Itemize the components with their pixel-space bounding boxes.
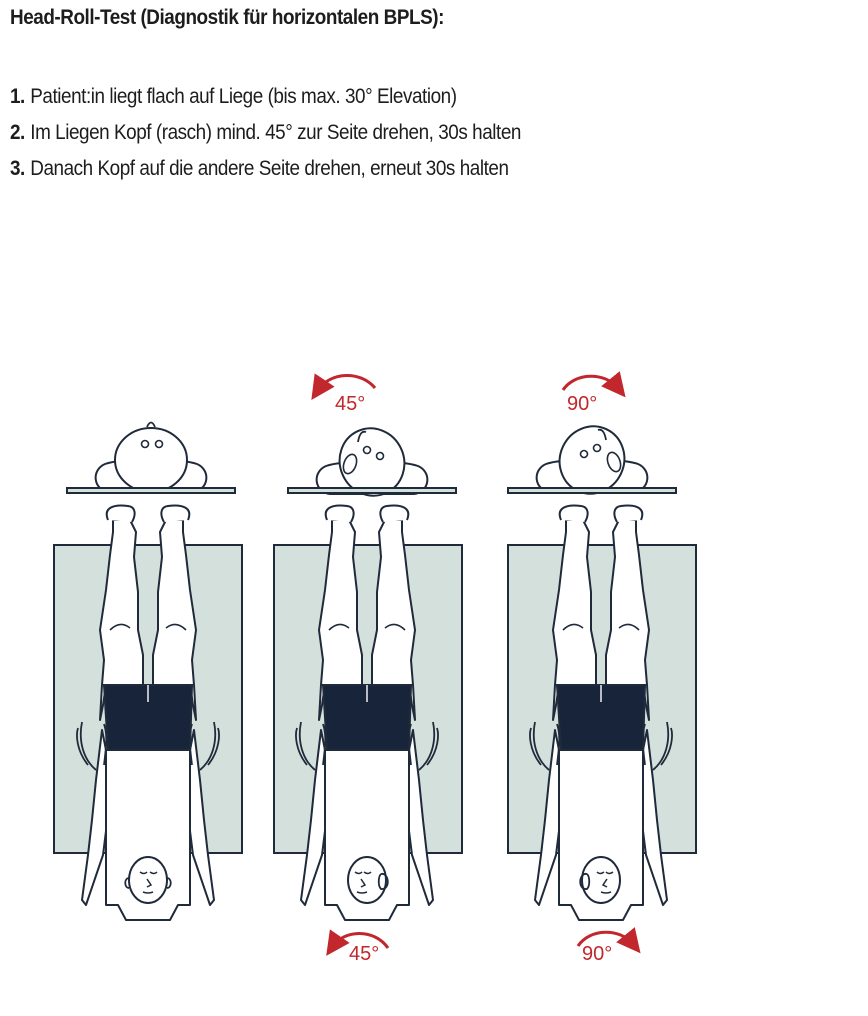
rotation-arrow-icon bbox=[576, 927, 641, 954]
rotation-arrow-icon bbox=[311, 373, 377, 400]
title-rest: (Diagnostik für horizontalen BPLS): bbox=[135, 6, 444, 29]
rotation-arrow-icon bbox=[326, 929, 390, 956]
figure-2: 45° 45° bbox=[273, 373, 463, 965]
rotation-label: 90° bbox=[567, 393, 597, 415]
rotation-label: 45° bbox=[335, 393, 365, 415]
rotation-label: 90° bbox=[582, 943, 612, 965]
table-top-view bbox=[287, 487, 457, 494]
table-top-view bbox=[66, 487, 236, 494]
figure-3: 90° 90° bbox=[507, 371, 697, 965]
step-number: 3. bbox=[10, 157, 25, 180]
figure-1 bbox=[53, 421, 243, 921]
step-list: 1.Patient:in liegt flach auf Liege (bis … bbox=[10, 84, 521, 192]
step-item: 1.Patient:in liegt flach auf Liege (bis … bbox=[10, 84, 521, 120]
step-number: 2. bbox=[10, 121, 25, 144]
step-text: Im Liegen Kopf (rasch) mind. 45° zur Sei… bbox=[30, 121, 521, 144]
rotation-label: 45° bbox=[349, 943, 379, 965]
page-title: Head-Roll-Test (Diagnostik für horizonta… bbox=[10, 6, 444, 30]
step-item: 3.Danach Kopf auf die andere Seite drehe… bbox=[10, 156, 521, 192]
face bbox=[579, 856, 621, 904]
step-text: Danach Kopf auf die andere Seite drehen,… bbox=[30, 157, 509, 180]
step-text: Patient:in liegt flach auf Liege (bis ma… bbox=[30, 85, 457, 108]
step-item: 2.Im Liegen Kopf (rasch) mind. 45° zur S… bbox=[10, 120, 521, 156]
head-top-view bbox=[94, 421, 208, 493]
rotation-arrow-icon bbox=[561, 371, 626, 398]
face bbox=[347, 856, 389, 904]
title-bold: Head-Roll-Test bbox=[10, 6, 136, 29]
step-number: 1. bbox=[10, 85, 25, 108]
table-top-view bbox=[507, 487, 677, 494]
